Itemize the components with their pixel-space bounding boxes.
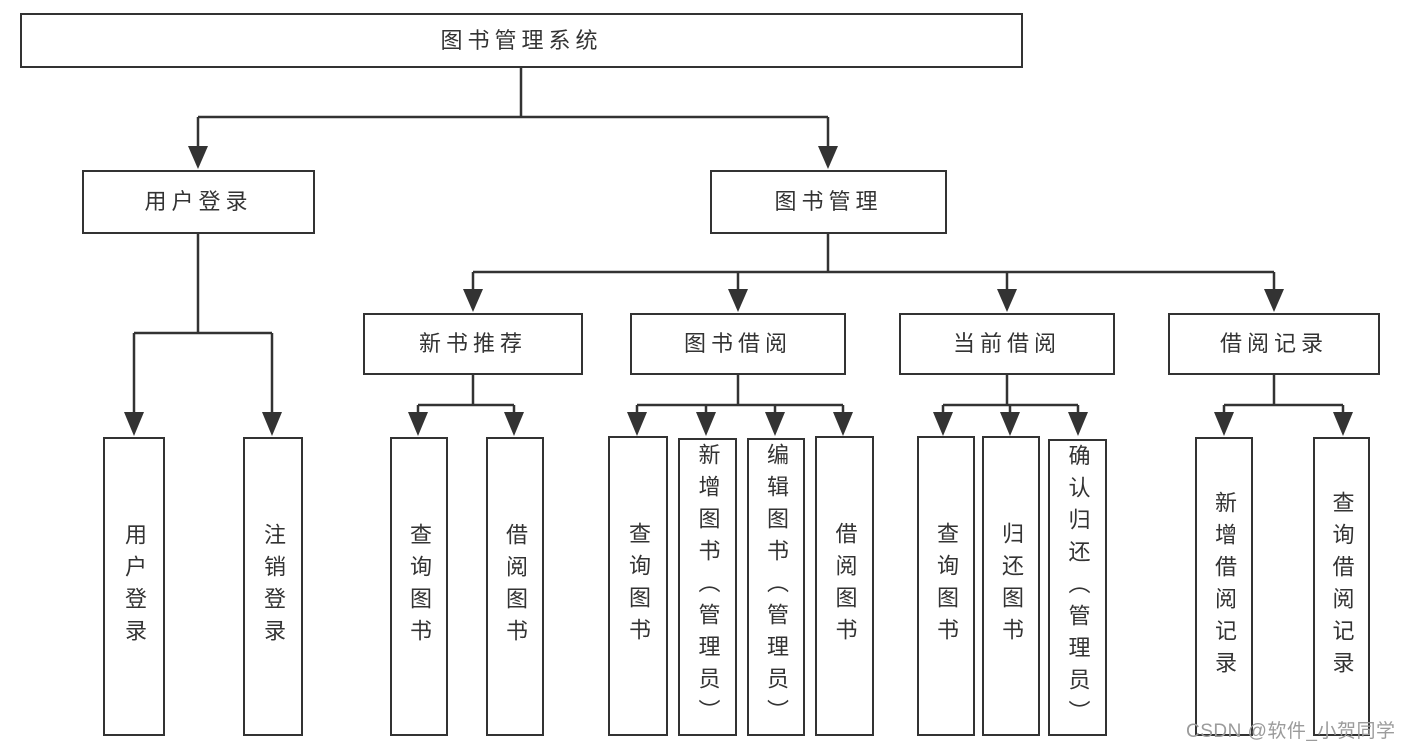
- node-user-login: 用户登录: [82, 170, 315, 234]
- leaf-borrow-books: 借阅图书: [815, 436, 874, 736]
- node-new-book-recommend: 新书推荐: [363, 313, 583, 375]
- leaf-borrow-books-label: 借阅图书: [832, 522, 858, 650]
- leaf-add-borrow-record-label: 新增借阅记录: [1212, 490, 1237, 683]
- leaf-add-book-admin-label: 新增图书（管理员）: [695, 443, 721, 731]
- leaf-return-books: 归还图书: [982, 436, 1040, 736]
- connector-root-to-branches: [188, 68, 838, 169]
- node-borrow-records: 借阅记录: [1168, 313, 1380, 375]
- node-root: 图书管理系统: [20, 13, 1023, 68]
- node-book-borrow-label: 图书借阅: [683, 331, 792, 356]
- leaf-confirm-return-admin: 确认归还（管理员）: [1048, 439, 1107, 736]
- leaf-query-books-recommend: 查询图书: [390, 437, 448, 736]
- leaf-query-books-current: 查询图书: [917, 436, 975, 736]
- leaf-query-books-borrow-label: 查询图书: [626, 522, 651, 650]
- leaf-user-login: 用户登录: [103, 437, 165, 736]
- connector-user-login-to-leaves: [124, 234, 282, 436]
- leaf-query-books-recommend-label: 查询图书: [407, 522, 432, 651]
- connector-new-book-to-leaves: [408, 375, 524, 436]
- leaf-confirm-return-admin-label: 确认归还（管理员）: [1065, 443, 1091, 732]
- leaf-user-login-label: 用户登录: [122, 522, 147, 651]
- leaf-edit-book-admin-label: 编辑图书（管理员）: [764, 443, 789, 731]
- connector-borrow-records-to-leaves: [1214, 375, 1353, 436]
- leaf-edit-book-admin: 编辑图书（管理员）: [747, 438, 805, 736]
- node-book-management: 图书管理: [710, 170, 947, 234]
- leaf-add-borrow-record: 新增借阅记录: [1195, 437, 1253, 736]
- node-root-label: 图书管理系统: [440, 27, 603, 53]
- leaf-query-books-borrow: 查询图书: [608, 436, 668, 736]
- node-borrow-records-label: 借阅记录: [1219, 331, 1328, 356]
- leaf-logout: 注销登录: [243, 437, 303, 736]
- leaf-return-books-label: 归还图书: [999, 522, 1024, 650]
- connector-current-borrow-to-leaves: [933, 375, 1088, 436]
- leaf-query-books-current-label: 查询图书: [934, 522, 959, 650]
- leaf-query-borrow-record-label: 查询借阅记录: [1329, 490, 1355, 683]
- node-book-management-label: 图书管理: [774, 189, 883, 214]
- leaf-query-borrow-record: 查询借阅记录: [1313, 437, 1370, 736]
- csdn-watermark: CSDN @软件_小贺同学: [1186, 721, 1396, 742]
- leaf-add-book-admin: 新增图书（管理员）: [678, 438, 737, 736]
- node-current-borrow: 当前借阅: [899, 313, 1115, 375]
- leaf-logout-label: 注销登录: [261, 522, 286, 651]
- connector-book-borrow-to-leaves: [627, 375, 853, 436]
- leaf-borrow-books-recommend: 借阅图书: [486, 437, 544, 736]
- connector-book-management-to-sections: [463, 234, 1284, 312]
- node-new-book-recommend-label: 新书推荐: [418, 331, 527, 356]
- leaf-borrow-books-recommend-label: 借阅图书: [503, 522, 528, 651]
- node-current-borrow-label: 当前借阅: [952, 331, 1061, 356]
- node-book-borrow: 图书借阅: [630, 313, 846, 375]
- node-user-login-label: 用户登录: [144, 189, 253, 214]
